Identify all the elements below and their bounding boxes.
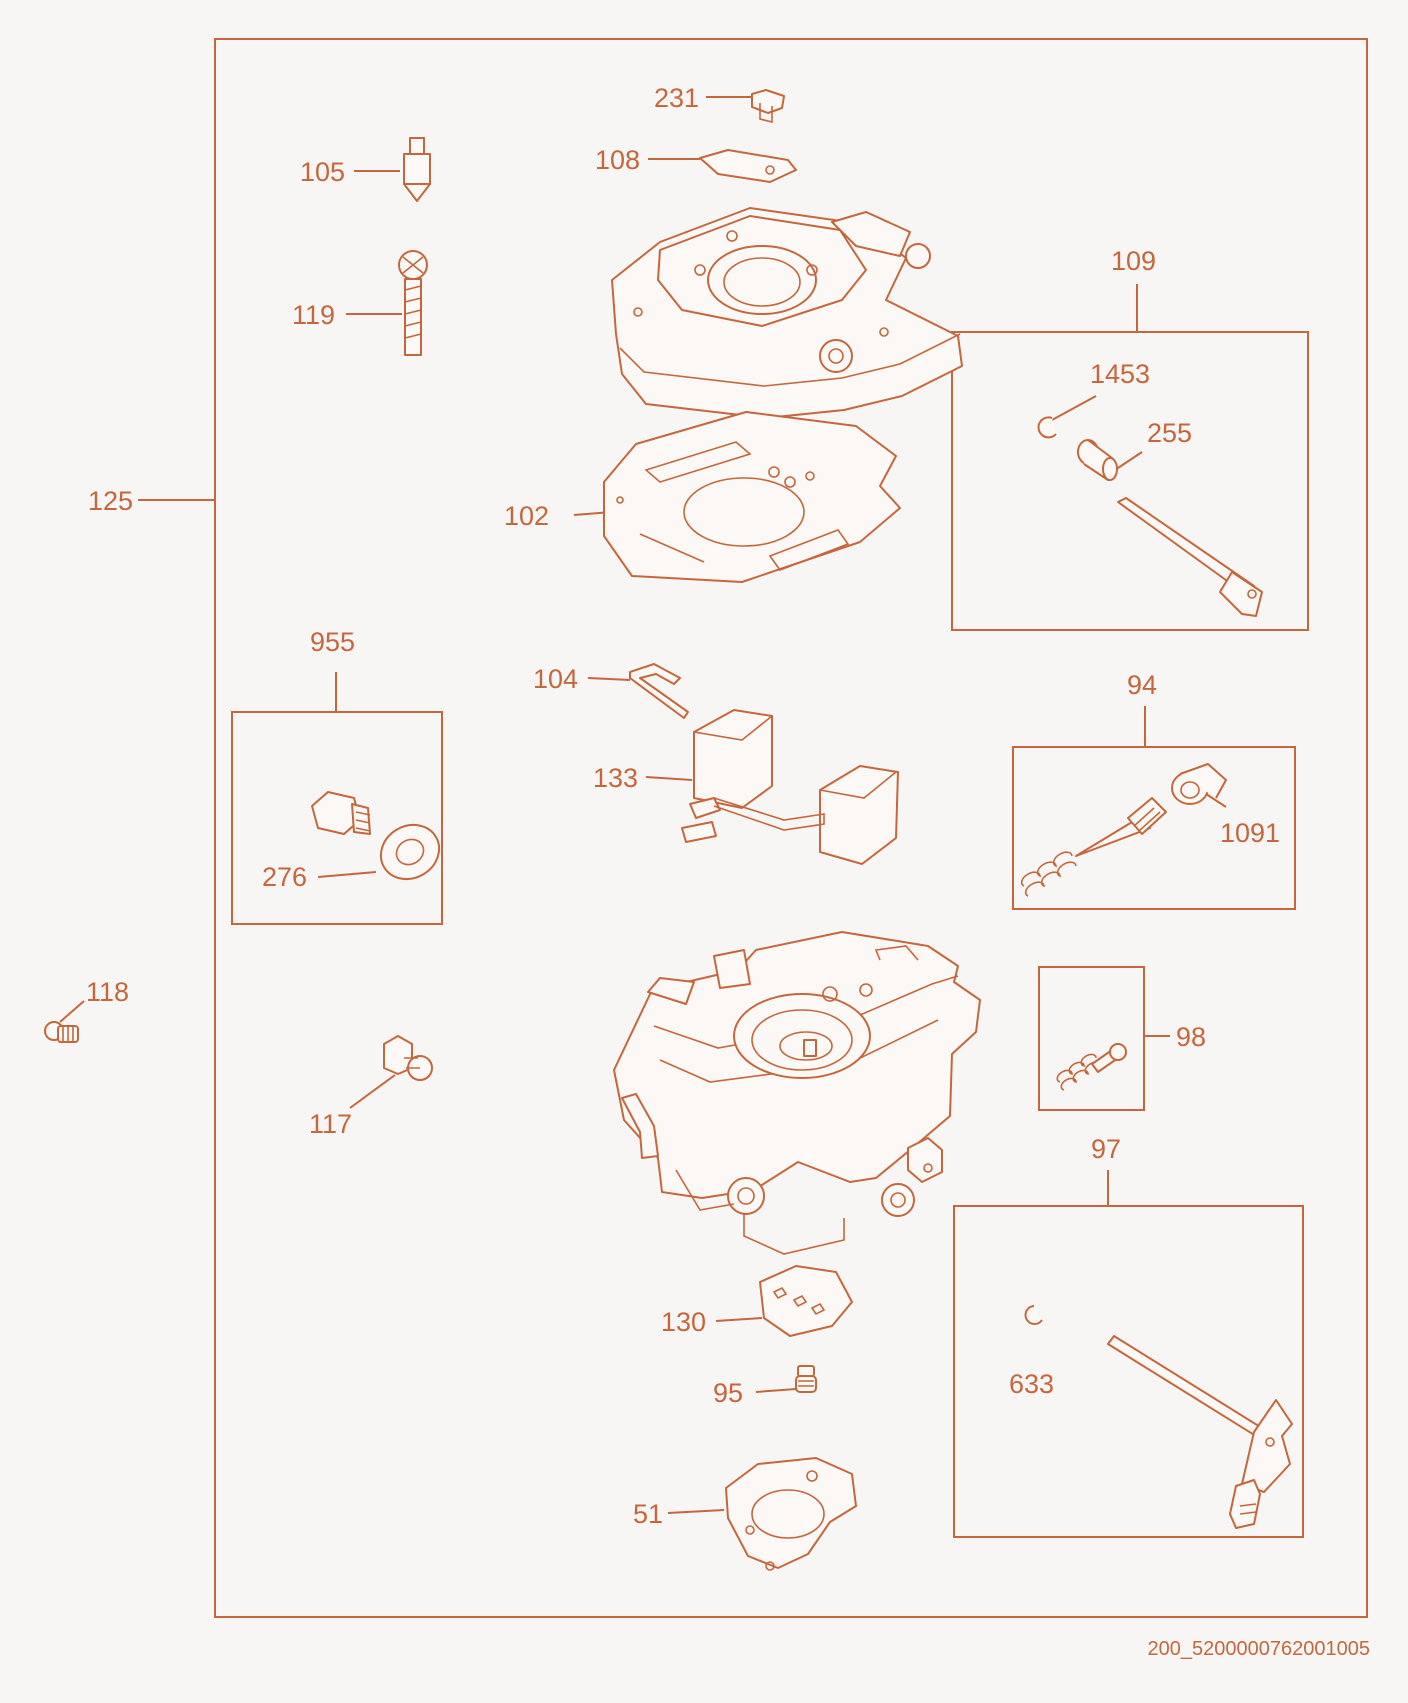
- part-94-idle-screw: [1020, 797, 1167, 897]
- label-97: 97: [1091, 1134, 1121, 1164]
- part-255-bushing: [1077, 439, 1118, 481]
- label-955: 955: [310, 627, 355, 657]
- part-130-disc: [759, 1265, 853, 1337]
- label-104: 104: [533, 664, 578, 694]
- label-117: 117: [309, 1109, 352, 1139]
- part-carburetor-body: [613, 931, 981, 1255]
- label-133: 133: [593, 763, 638, 793]
- part-104-pin: [629, 663, 689, 719]
- part-98-spring-screw: [1056, 1043, 1127, 1091]
- label-119: 119: [292, 300, 335, 330]
- part-105-needle: [403, 137, 431, 202]
- label-130: 130: [661, 1307, 706, 1337]
- part-109-shaft: [1117, 497, 1263, 617]
- part-231-screw: [751, 89, 785, 124]
- part-1453-clip: [1037, 416, 1057, 439]
- group-box-109: [951, 331, 1309, 631]
- main-assembly-frame: [214, 38, 1368, 1618]
- part-97-shaft: [1107, 1335, 1293, 1529]
- label-255: 255: [1147, 418, 1192, 448]
- label-51: 51: [633, 1499, 663, 1529]
- label-109: 109: [1111, 246, 1156, 276]
- part-955-plug: [311, 791, 371, 835]
- part-633-clip: [1024, 1305, 1043, 1325]
- part-133-float: [681, 709, 899, 865]
- group-box-97: [953, 1205, 1304, 1538]
- part-95-plug: [795, 1365, 817, 1393]
- diagram-reference-code: 200_5200000762001005: [1148, 1638, 1370, 1660]
- part-51-gasket: [725, 1457, 857, 1571]
- label-231: 231: [654, 83, 699, 113]
- group-box-94: [1012, 746, 1296, 910]
- part-102-gasket-plate: [603, 411, 901, 583]
- part-117-plug: [383, 1035, 433, 1081]
- label-102: 102: [504, 501, 549, 531]
- label-1453: 1453: [1090, 359, 1150, 389]
- label-95: 95: [713, 1378, 743, 1408]
- part-108-gasket: [699, 149, 797, 183]
- label-633: 633: [1009, 1369, 1054, 1399]
- part-276-washer: [379, 823, 441, 881]
- group-box-98: [1038, 966, 1145, 1111]
- label-108: 108: [595, 145, 640, 175]
- label-94: 94: [1127, 670, 1157, 700]
- part-118-screw: [44, 1021, 79, 1043]
- part-top-cover: [611, 207, 963, 419]
- part-1091-cap: [1171, 763, 1227, 805]
- label-1091: 1091: [1220, 818, 1280, 848]
- label-276: 276: [262, 862, 307, 892]
- label-125: 125: [88, 486, 133, 516]
- label-105: 105: [300, 157, 345, 187]
- label-98: 98: [1176, 1022, 1206, 1052]
- part-119-screw: [398, 250, 428, 356]
- label-118: 118: [86, 977, 129, 1007]
